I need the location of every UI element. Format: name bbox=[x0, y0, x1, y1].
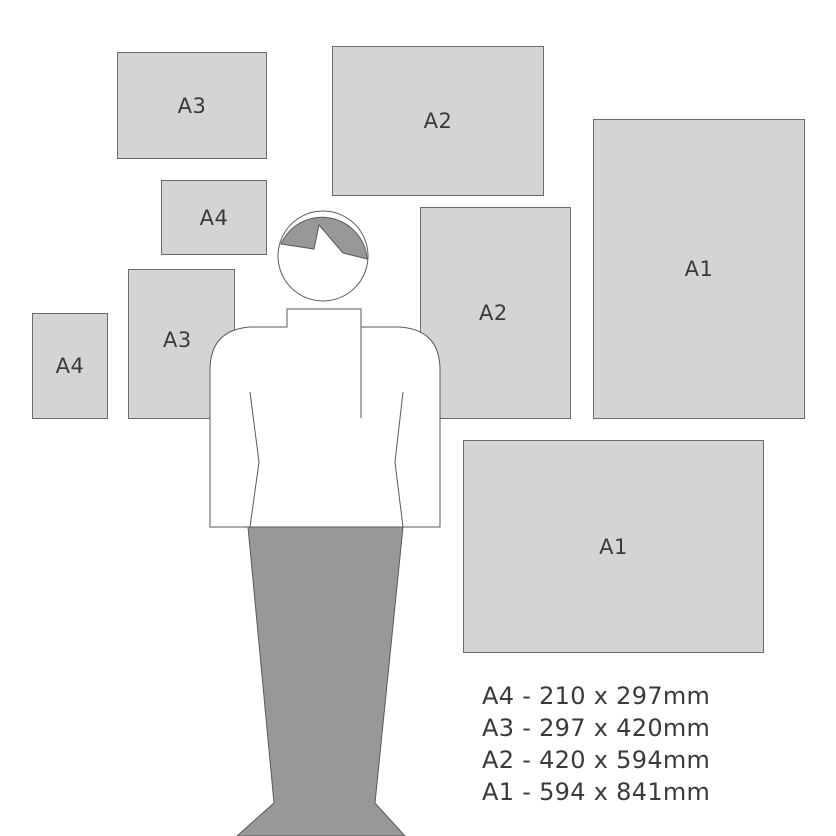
sheet-a2-top: A2 bbox=[332, 46, 544, 196]
size-legend: A4 - 210 x 297mm A3 - 297 x 420mm A2 - 4… bbox=[482, 680, 710, 808]
sheet-a2-mid: A2 bbox=[420, 207, 571, 419]
sheet-a4-left: A4 bbox=[32, 313, 108, 419]
sheet-label: A3 bbox=[177, 93, 207, 118]
sheet-a4-upper: A4 bbox=[161, 180, 267, 255]
legend-entry-a4: A4 - 210 x 297mm bbox=[482, 682, 711, 710]
legend-entry-a3: A3 - 297 x 420mm bbox=[482, 714, 711, 742]
sheet-label: A2 bbox=[423, 109, 453, 133]
sheet-label: A1 bbox=[684, 257, 714, 281]
figure-legs bbox=[236, 526, 406, 836]
figure-torso bbox=[209, 308, 441, 528]
legend-entry-a1: A1 - 594 x 841mm bbox=[482, 778, 711, 806]
figure-hair bbox=[280, 216, 368, 260]
sheet-a1-right: A1 bbox=[593, 119, 805, 419]
sheet-a1-bottom: A1 bbox=[463, 440, 764, 653]
sheet-a3-top: A3 bbox=[117, 52, 267, 159]
legend-entry-a2: A2 - 420 x 594mm bbox=[482, 746, 711, 774]
sheet-label: A2 bbox=[479, 301, 508, 325]
figure-left-arm-line bbox=[249, 391, 260, 528]
sheet-label: A3 bbox=[163, 328, 192, 352]
sheet-label: A4 bbox=[199, 205, 229, 230]
figure-right-arm-line bbox=[394, 391, 404, 528]
sheet-label: A1 bbox=[599, 534, 628, 559]
sheet-label: A4 bbox=[55, 354, 85, 378]
